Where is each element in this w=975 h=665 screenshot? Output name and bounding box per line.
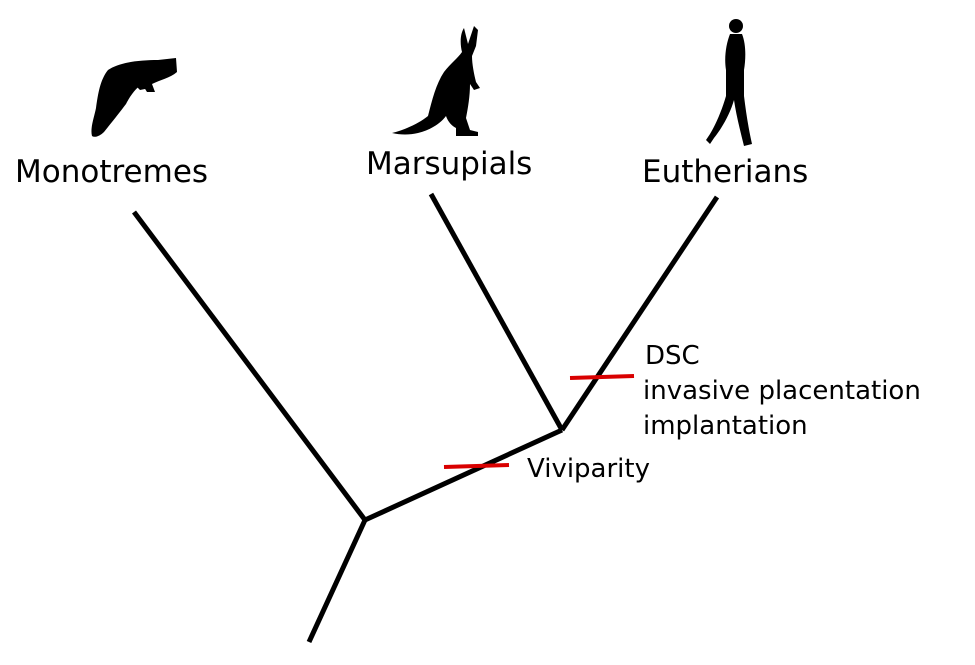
viviparity-marker — [443, 463, 510, 469]
viviparity-label: Viviparity — [527, 454, 650, 484]
placental-traits-marker — [569, 374, 635, 380]
kangaroo-icon — [392, 26, 480, 136]
implantation-label: implantation — [643, 411, 808, 441]
therian-stem-branch — [363, 427, 564, 523]
root-branch — [306, 518, 368, 644]
human-icon — [706, 19, 752, 146]
dsc-label: DSC — [645, 341, 700, 371]
platypus-icon — [91, 58, 177, 137]
marsupial-branch — [428, 192, 565, 432]
eutherian-branch — [559, 195, 720, 432]
eutherians-label: Eutherians — [642, 154, 808, 190]
marsupials-label: Marsupials — [366, 146, 532, 182]
invasive-placentation-label: invasive placentation — [643, 376, 921, 406]
monotremes-label: Monotremes — [15, 154, 208, 190]
monotreme-branch — [132, 210, 367, 522]
